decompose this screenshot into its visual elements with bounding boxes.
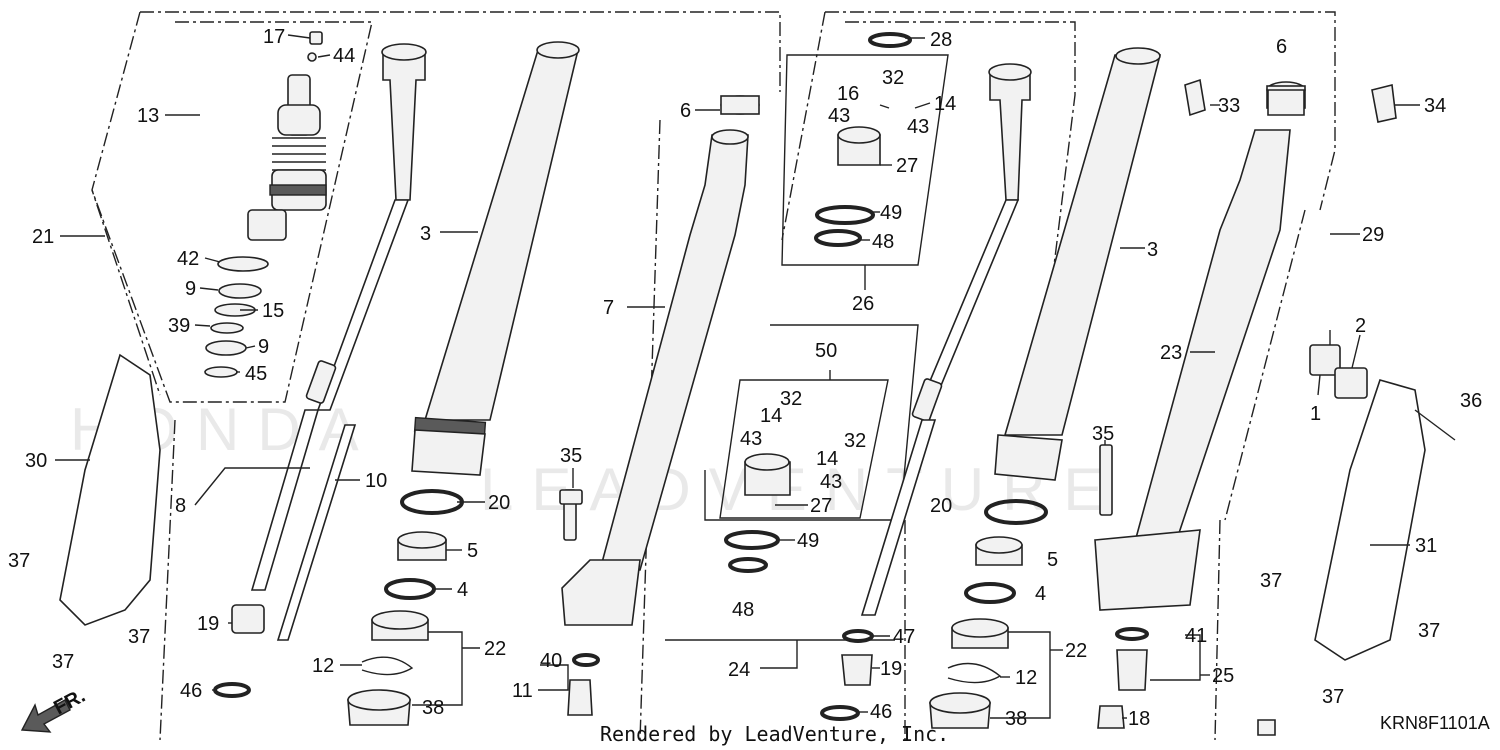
callout-36: 36 xyxy=(1460,390,1482,412)
callout-23: 23 xyxy=(1160,342,1182,364)
callout-35-left: 35 xyxy=(560,445,582,467)
callout-20-right: 20 xyxy=(930,495,952,517)
callout-27-top: 27 xyxy=(896,155,918,177)
callout-19-left: 19 xyxy=(197,613,219,635)
callout-8: 8 xyxy=(175,495,186,517)
callout-49-lower: 49 xyxy=(797,530,819,552)
cartridge-assembly-drawing xyxy=(204,31,327,378)
callout-48-top: 48 xyxy=(872,231,894,253)
callout-30: 30 xyxy=(25,450,47,472)
callout-22-right: 22 xyxy=(1065,640,1087,662)
callout-14-top: 14 xyxy=(934,93,956,115)
callout-13: 13 xyxy=(137,105,159,127)
callout-25: 25 xyxy=(1212,665,1234,687)
callout-41: 41 xyxy=(1185,625,1207,647)
callout-37-f: 37 xyxy=(1322,686,1344,708)
callout-29: 29 xyxy=(1362,224,1384,246)
callout-26: 26 xyxy=(852,293,874,315)
callout-6-left: 6 xyxy=(680,100,691,122)
callout-5-left: 5 xyxy=(467,540,478,562)
callout-18: 18 xyxy=(1128,708,1150,730)
hardware-left-drawing xyxy=(559,489,600,716)
seals-right-drawing xyxy=(929,444,1149,729)
callout-9-upper: 9 xyxy=(185,278,196,300)
callout-2: 2 xyxy=(1355,315,1366,337)
diagram-code: KRN8F1101A xyxy=(1380,713,1490,733)
callout-47: 47 xyxy=(893,626,915,648)
inner-rod-right-drawing xyxy=(820,63,1032,721)
callout-16: 16 xyxy=(837,83,859,105)
callout-37-a: 37 xyxy=(8,550,30,572)
callout-34: 34 xyxy=(1424,95,1446,117)
callout-37-d: 37 xyxy=(1260,570,1282,592)
callout-17: 17 xyxy=(263,26,285,48)
callout-44: 44 xyxy=(333,45,355,67)
part-callouts: 17 44 13 21 42 9 15 39 9 45 30 37 37 37 … xyxy=(8,26,1482,730)
callout-28: 28 xyxy=(930,29,952,51)
base-valve-drawing xyxy=(724,32,912,573)
callout-43-lower: 43 xyxy=(820,471,842,493)
callout-12-right: 12 xyxy=(1015,667,1037,689)
callout-27-lower: 27 xyxy=(810,495,832,517)
callout-40: 40 xyxy=(540,650,562,672)
callout-42: 42 xyxy=(177,248,199,270)
callout-38-right: 38 xyxy=(1005,708,1027,730)
callout-48-lower: 48 xyxy=(732,599,754,621)
callout-4-right: 4 xyxy=(1035,583,1046,605)
callout-43-mid: 43 xyxy=(740,428,762,450)
callout-3-right: 3 xyxy=(1147,239,1158,261)
callout-14-mid: 14 xyxy=(760,405,782,427)
callout-32-mid: 32 xyxy=(780,388,802,410)
callout-24: 24 xyxy=(728,659,750,681)
small-parts-drawing xyxy=(1184,78,1397,736)
callout-1: 1 xyxy=(1310,403,1321,425)
callout-37-c: 37 xyxy=(52,651,74,673)
callout-39: 39 xyxy=(168,315,190,337)
callout-45: 45 xyxy=(245,363,267,385)
callout-22-left: 22 xyxy=(484,638,506,660)
callout-46-left: 46 xyxy=(180,680,202,702)
callout-15: 15 xyxy=(262,300,284,322)
callout-43-top-left: 43 xyxy=(828,105,850,127)
callout-14-lower: 14 xyxy=(816,448,838,470)
callout-4-left: 4 xyxy=(457,579,468,601)
front-direction-indicator: FR. xyxy=(20,685,89,733)
seals-left-drawing xyxy=(213,489,464,726)
inner-rod-drawing xyxy=(231,43,427,641)
callout-21: 21 xyxy=(32,226,54,248)
callout-49-top: 49 xyxy=(880,202,902,224)
callout-5-right: 5 xyxy=(1047,549,1058,571)
inner-tube-left-drawing xyxy=(561,95,760,626)
callout-31: 31 xyxy=(1415,535,1437,557)
callout-6-right: 6 xyxy=(1276,36,1287,58)
callout-37-b: 37 xyxy=(128,626,150,648)
callout-38-left: 38 xyxy=(422,697,444,719)
callout-50: 50 xyxy=(815,340,837,362)
callout-33: 33 xyxy=(1218,95,1240,117)
callout-32-lower: 32 xyxy=(844,430,866,452)
outer-tube-right-drawing xyxy=(994,47,1162,481)
fork-guards-drawing xyxy=(59,344,1426,661)
callout-32-top: 32 xyxy=(882,67,904,89)
leader-lines xyxy=(55,34,1456,719)
callout-43-top-right: 43 xyxy=(907,116,929,138)
callout-3-left: 3 xyxy=(420,223,431,245)
callout-11: 11 xyxy=(512,680,533,702)
callout-19-right: 19 xyxy=(880,658,902,680)
callout-10: 10 xyxy=(365,470,387,492)
callout-12-left: 12 xyxy=(312,655,334,677)
callout-37-e: 37 xyxy=(1418,620,1440,642)
callout-20-left: 20 xyxy=(488,492,510,514)
callout-9-lower: 9 xyxy=(258,336,269,358)
callout-35-right: 35 xyxy=(1092,423,1114,445)
callout-46-right: 46 xyxy=(870,701,892,723)
footer-credit: Rendered by LeadVenture, Inc. xyxy=(600,722,949,746)
outer-tube-left-drawing xyxy=(411,41,580,476)
callout-7: 7 xyxy=(603,297,614,319)
